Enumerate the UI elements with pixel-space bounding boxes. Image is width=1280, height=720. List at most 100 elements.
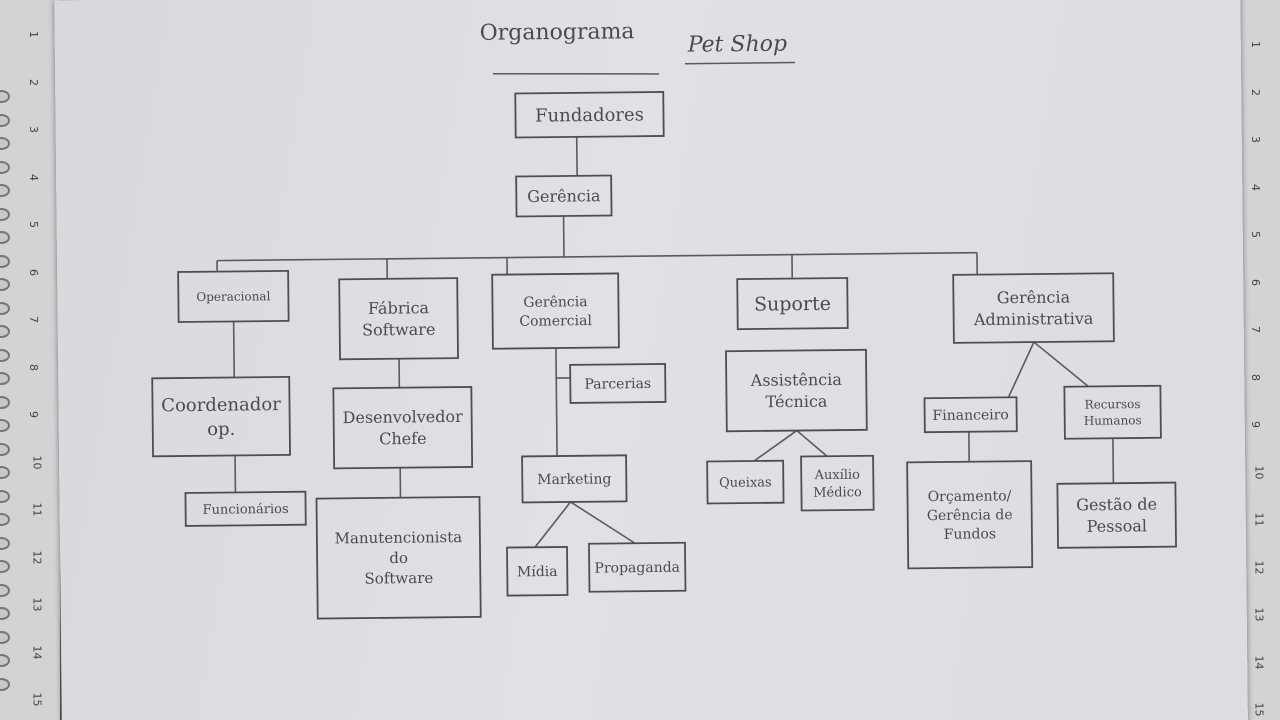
node-box [332,386,474,470]
spiral-ring [0,278,10,291]
node-label: Desenvolvedor [342,407,463,427]
spiral-ring [0,90,10,103]
node-label: Fundos [944,526,996,543]
ruler-number-right: 10 [1252,465,1266,479]
ruler-number-right: 7 [1249,326,1262,333]
ruler-number-right: 12 [1252,560,1266,574]
ruler-number-right: 3 [1249,136,1262,143]
node-label: Suporte [754,293,831,316]
ruler-number-left: 11 [30,502,44,517]
node-label: Propaganda [594,560,680,577]
node-parcerias: Parcerias [569,363,667,404]
node-label: Técnica [766,392,828,412]
ruler-number-right: 8 [1249,373,1262,381]
spiral-ring [0,677,10,691]
spiral-ring [0,231,10,244]
spiral-ring [0,607,10,620]
spiral-ring [0,560,10,573]
connector-line [1007,341,1035,398]
spiral-ring [0,583,10,597]
node-label: Auxílio [814,468,861,483]
ruler-number-left: 14 [30,645,44,659]
node-midia: Mídia [506,546,569,597]
ruler-number-right: 14 [1252,655,1266,669]
connector-line [555,348,558,457]
ruler-number-right: 5 [1249,231,1262,238]
node-label: Manutencionista [335,528,463,547]
spiral-ring [0,419,10,432]
node-label: Operacional [196,289,270,304]
node-box [514,91,665,139]
node-box [906,460,1034,570]
connector-line [232,321,236,378]
org-chart: FundadoresGerênciaOperacionalCoordenador… [151,19,1177,620]
right-ruler-margin [1240,0,1280,720]
node-box [1056,481,1177,549]
node-label: Chefe [379,429,427,448]
node-box [491,272,620,350]
node-label: Gestão de [1076,495,1157,515]
spiral-ring [0,654,10,667]
node-box [706,459,785,505]
node-box [151,375,291,458]
connector-line [534,501,572,548]
spiral-ring [0,113,10,127]
ruler-number-left: 3 [27,126,40,133]
node-label: Pessoal [1087,516,1147,536]
ruler-number-left: 2 [27,78,40,86]
node-box [952,272,1115,344]
node-label: Gerência [523,294,587,311]
ruler-number-right: 13 [1252,607,1266,622]
node-label: Assistência [750,370,843,390]
spiral-ring [0,325,10,338]
spiral-ring [0,395,10,409]
chart-subtitle: Pet Shop [687,32,788,58]
ruler-number-right: 9 [1249,421,1262,428]
node-label: Gerência de [927,507,1013,524]
ruler-number-left: 13 [30,597,44,612]
ruler-number-left: 7 [27,316,40,323]
spiral-ring [0,372,10,385]
spiral-ring [0,160,10,174]
node-queixas: Queixas [706,459,785,505]
spiral-ring [0,301,10,315]
spiral-ring [0,254,10,268]
ruler-number-right: 11 [1252,512,1266,527]
spiral-ring [0,466,10,479]
connector-line [216,251,977,262]
ruler-number-left: 5 [27,221,40,228]
node-box [588,541,687,593]
node-label: Comercial [519,313,592,330]
ruler-number-right: 2 [1249,88,1262,96]
ruler-number-left: 9 [27,411,40,418]
spiral-ring [0,489,10,503]
ruler-number-left: 6 [27,268,40,276]
subtitle-underline [684,61,795,65]
node-propaganda: Propaganda [588,541,687,593]
node-label: Software [364,569,433,588]
node-operacional: Operacional [177,269,290,323]
spiral-ring [0,536,10,550]
node-label: Mídia [517,564,558,580]
node-label: Fábrica [368,298,430,318]
ruler-number-left: 8 [27,363,40,371]
node-label: Gerência [527,186,601,206]
chart-title: Organograma [480,19,635,46]
node-label: Administrativa [973,309,1094,329]
node-label: do [389,549,408,567]
spiral-ring [0,184,10,197]
node-label: Médico [813,485,862,501]
node-box [338,277,459,361]
spiral-ring [0,137,10,150]
connector-line [570,501,636,544]
connector-line [796,429,828,457]
